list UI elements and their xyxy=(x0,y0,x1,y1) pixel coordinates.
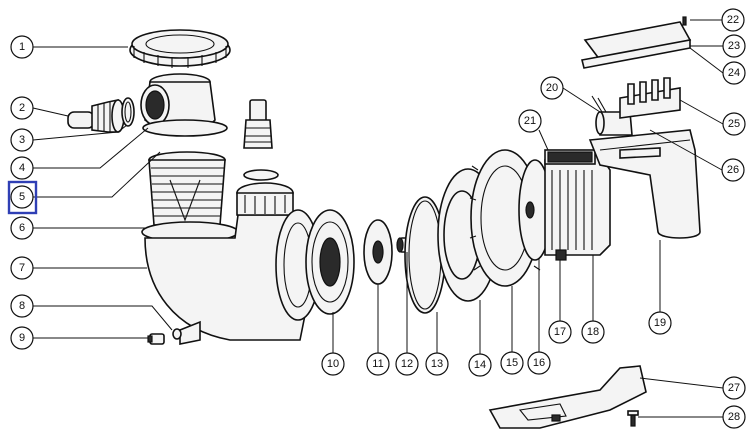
part-hose-connector xyxy=(67,99,125,133)
callout-3: 3 xyxy=(10,128,34,152)
callout-6: 6 xyxy=(10,216,34,240)
callout-label-22: 22 xyxy=(727,14,739,26)
callout-label-13: 13 xyxy=(431,358,443,370)
callout-label-12: 12 xyxy=(401,358,413,370)
callout-label-28: 28 xyxy=(728,411,740,423)
callout-label-16: 16 xyxy=(533,357,545,369)
highlight-box xyxy=(7,180,38,215)
callout-label-11: 11 xyxy=(372,358,383,370)
callout-label-23: 23 xyxy=(728,40,740,52)
callout-1: 1 xyxy=(10,35,34,59)
callout-16: 16 xyxy=(527,351,551,375)
callout-25: 25 xyxy=(722,112,746,136)
callout-19: 19 xyxy=(648,311,672,335)
callout-22: 22 xyxy=(721,8,745,32)
part-drain-o-ring xyxy=(172,328,182,340)
part-strainer-lid xyxy=(140,73,228,137)
callout-label-7: 7 xyxy=(19,262,25,274)
callout-label-3: 3 xyxy=(19,134,25,146)
callout-label-9: 9 xyxy=(19,332,25,344)
callout-9: 9 xyxy=(10,326,34,350)
callout-17: 17 xyxy=(548,320,572,344)
callout-label-14: 14 xyxy=(474,359,486,371)
part-terminal-block xyxy=(619,77,681,119)
callout-label-24: 24 xyxy=(728,67,740,79)
callout-24: 24 xyxy=(722,61,746,85)
callout-13: 13 xyxy=(425,352,449,376)
callout-26: 26 xyxy=(721,158,745,182)
callout-label-8: 8 xyxy=(19,300,25,312)
part-fan-cover xyxy=(588,129,701,239)
callout-label-6: 6 xyxy=(19,222,25,234)
part-diffuser xyxy=(305,209,355,315)
callout-28: 28 xyxy=(722,405,746,429)
callout-label-27: 27 xyxy=(728,382,740,394)
part-drain-plug xyxy=(147,333,165,345)
callout-label-19: 19 xyxy=(654,317,666,329)
part-lid-ring xyxy=(129,29,231,68)
part-strainer-basket xyxy=(141,151,239,243)
part-screw xyxy=(627,410,639,427)
part-motor-flange xyxy=(518,159,552,261)
callout-label-20: 20 xyxy=(546,82,558,94)
callout-5-highlighted: 5 xyxy=(7,180,38,215)
part-motor xyxy=(544,149,611,261)
part-port-o-ring xyxy=(243,169,279,181)
callout-2: 2 xyxy=(10,96,34,120)
callout-11: 11 xyxy=(366,352,390,376)
callout-7: 7 xyxy=(10,256,34,280)
callout-label-15: 15 xyxy=(506,357,518,369)
callout-label-2: 2 xyxy=(19,102,25,114)
callout-10: 10 xyxy=(321,352,345,376)
callout-label-5: 5 xyxy=(19,191,25,203)
callout-27: 27 xyxy=(722,376,746,400)
part-port-fitting xyxy=(243,99,273,149)
callout-label-1: 1 xyxy=(19,41,25,53)
callout-14: 14 xyxy=(468,353,492,377)
callout-label-21: 21 xyxy=(524,115,536,127)
callout-12: 12 xyxy=(395,352,419,376)
callout-8: 8 xyxy=(10,294,34,318)
callout-21: 21 xyxy=(518,109,542,133)
callout-18: 18 xyxy=(581,320,605,344)
callout-20: 20 xyxy=(540,76,564,100)
callout-15: 15 xyxy=(500,351,524,375)
part-base-stand xyxy=(488,365,647,429)
callout-label-18: 18 xyxy=(587,326,599,338)
callout-label-25: 25 xyxy=(728,118,740,130)
callout-23: 23 xyxy=(722,34,746,58)
callout-label-26: 26 xyxy=(727,164,739,176)
part-impeller xyxy=(363,219,393,285)
callout-label-4: 4 xyxy=(19,162,25,174)
callout-label-10: 10 xyxy=(327,358,339,370)
part-o-ring-small xyxy=(121,97,135,127)
leader-lines xyxy=(32,19,724,418)
part-terminal-cover xyxy=(581,16,692,69)
callout-4: 4 xyxy=(10,156,34,180)
callout-label-17: 17 xyxy=(554,326,566,338)
